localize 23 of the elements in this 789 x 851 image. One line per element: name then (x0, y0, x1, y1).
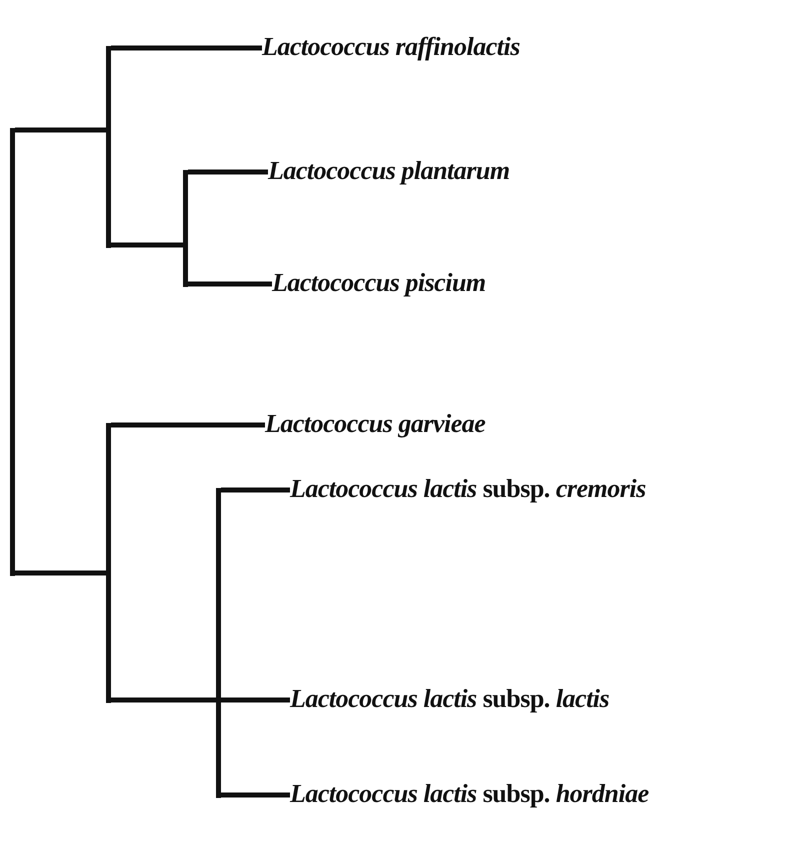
clade-bar (106, 423, 111, 703)
branch-line (188, 170, 268, 174)
branch-line (111, 698, 216, 702)
branch-line (15, 570, 106, 576)
taxon-label: Lactococcus garvieae (265, 409, 486, 439)
branch-line (221, 488, 290, 492)
taxon-label: Lactococcus lactis subsp. lactis (290, 684, 610, 714)
taxon-label: Lactococcus plantarum (268, 156, 510, 186)
branch-line (111, 46, 262, 50)
clade-bar (106, 46, 111, 248)
taxon-label: Lactococcus raffinolactis (262, 32, 520, 62)
branch-line (111, 242, 183, 248)
branch-line (111, 422, 265, 428)
branch-line (221, 698, 290, 702)
branch-line (221, 792, 290, 798)
clade-bar (10, 128, 15, 576)
taxon-label: Lactococcus piscium (272, 268, 486, 298)
branch-line (15, 128, 106, 132)
clade-bar (183, 170, 188, 287)
taxon-label: Lactococcus lactis subsp. hordniae (290, 779, 649, 809)
clade-bar (216, 488, 221, 798)
taxon-label: Lactococcus lactis subsp. cremoris (290, 474, 646, 504)
branch-line (188, 282, 272, 286)
